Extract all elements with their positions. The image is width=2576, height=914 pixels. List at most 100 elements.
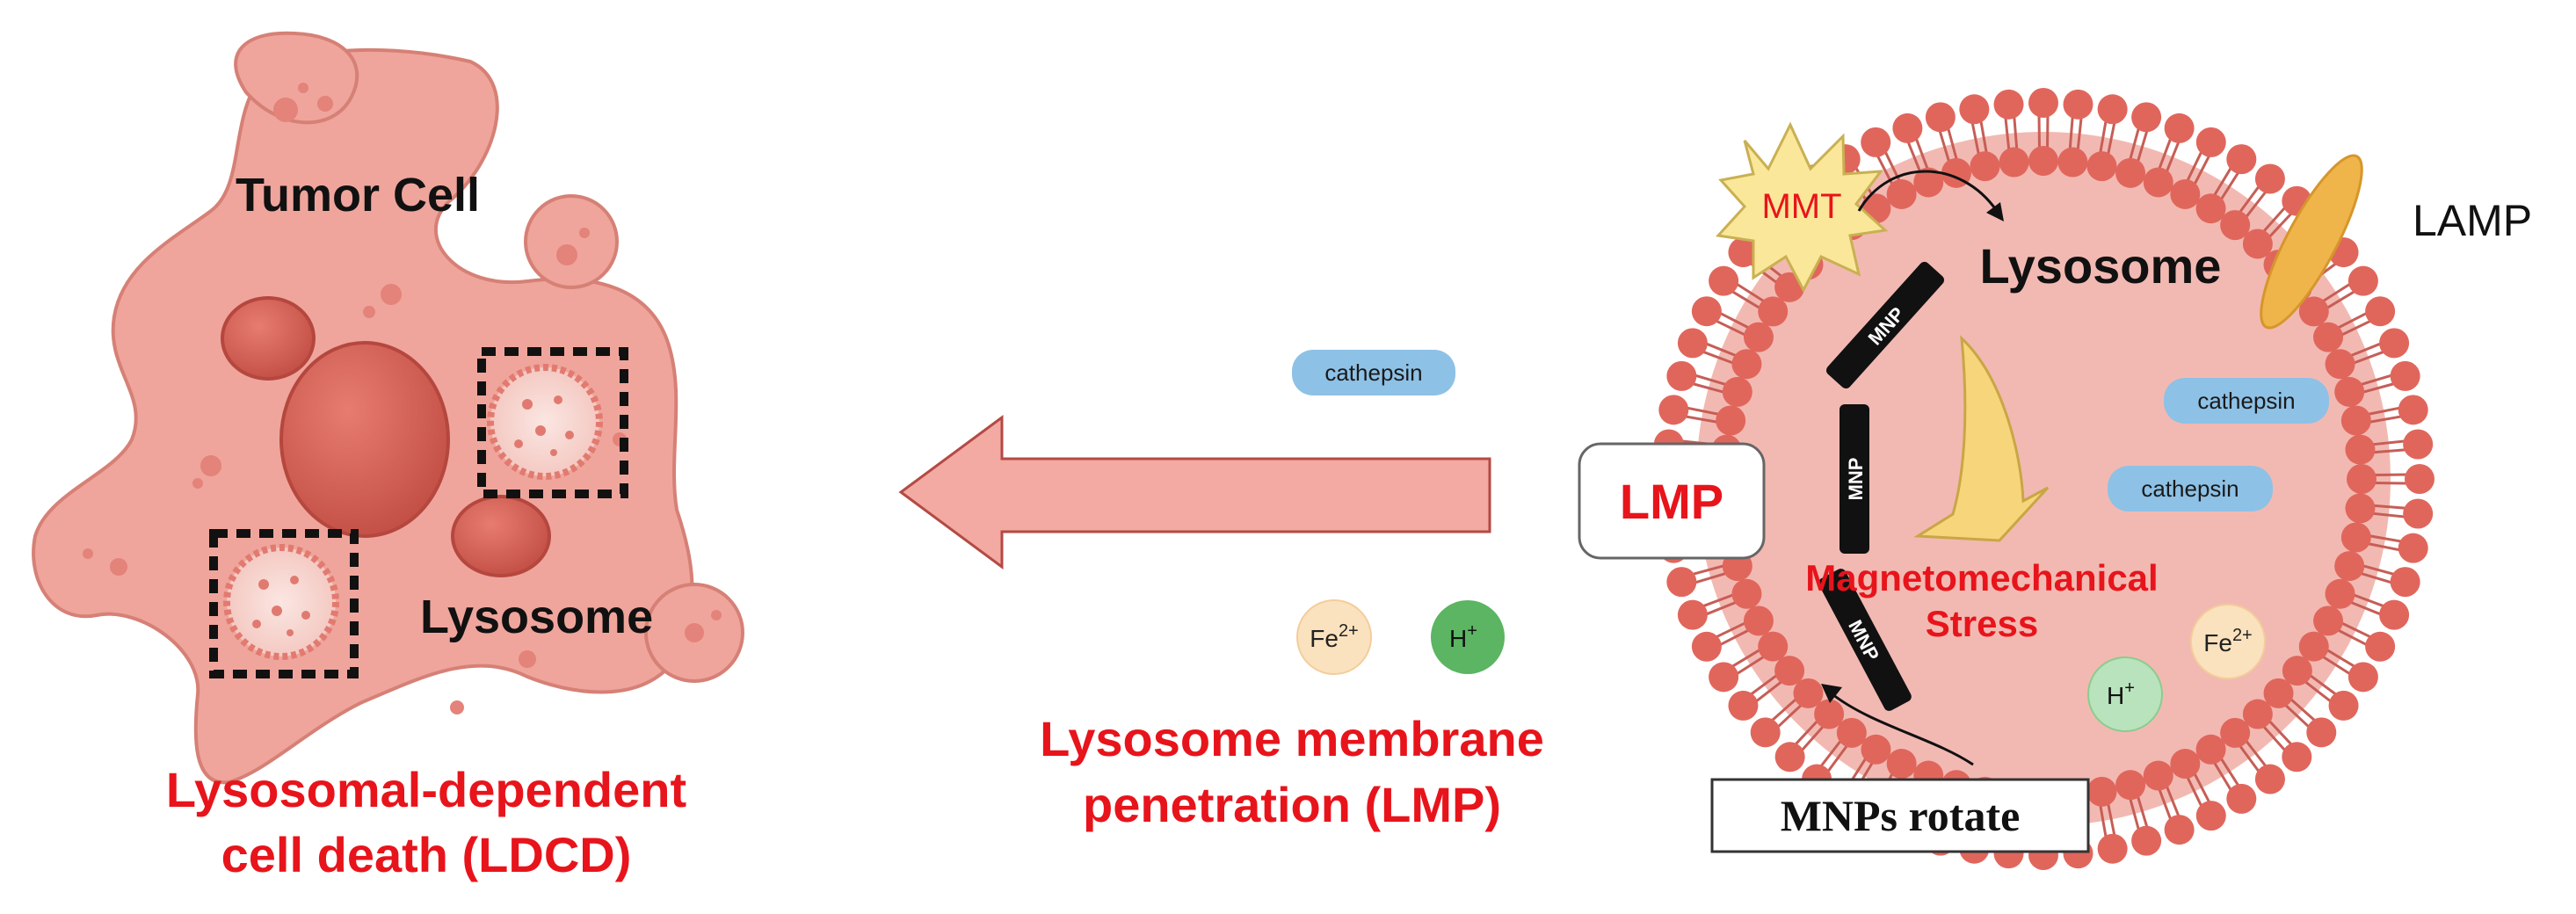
rotation-arrow-bottom [1832, 693, 1974, 766]
lipid-head [1666, 360, 1697, 391]
lipid-head [2115, 770, 2146, 801]
lipid-tail [1770, 697, 1798, 722]
lipid-head [2195, 734, 2226, 765]
lipid-head [1658, 395, 1689, 425]
mnps-rotate-label: MNPs rotate [1781, 791, 2021, 840]
lipid-head [2254, 764, 2285, 794]
lipid-tail [1686, 406, 1720, 416]
lipid-tail [2289, 697, 2317, 722]
lipid-head [2313, 606, 2344, 636]
lipid-tail [2362, 382, 2395, 394]
lipid-head [2028, 146, 2058, 176]
lipid-head [2143, 167, 2173, 198]
middle-h-ion [1431, 600, 1505, 674]
lipid-tail [2371, 511, 2405, 519]
stress-label-line2: Stress [1926, 603, 2038, 644]
lipid-tail [1735, 655, 1766, 676]
lmp-box [1578, 442, 1766, 560]
lipid-head [1886, 178, 1917, 209]
lipid-head [2328, 690, 2359, 721]
lipid-head [1677, 599, 1708, 630]
lipid-head [2195, 801, 2226, 831]
nucleus-small [221, 296, 316, 381]
lipid-tail [1692, 382, 1725, 394]
lipid-head [2347, 662, 2378, 693]
lipid-head [1774, 742, 1805, 773]
tumor-cell-bleb-right [524, 194, 619, 289]
lipid-tail [2238, 185, 2260, 214]
lipid-head [2390, 567, 2420, 598]
lipid-head [1861, 734, 1891, 765]
lipid-tail [1731, 290, 1761, 310]
nucleus-large [279, 341, 450, 538]
lipid-head [2365, 296, 2396, 327]
lipid-head [2298, 296, 2329, 327]
right-h-ion [2087, 656, 2163, 732]
cell-lysosome-upper [477, 347, 628, 498]
right-cathepsin-label-1: cathepsin [2197, 388, 2295, 414]
lipid-head [2086, 151, 2117, 182]
mnp-rod-middle-label: MNP [1845, 458, 1867, 501]
lipid-tail [1749, 673, 1779, 696]
lipid-head [2057, 147, 2088, 178]
lipid-head [1709, 265, 1739, 296]
lipid-head [1722, 376, 1752, 407]
lipid-head [2097, 833, 2128, 864]
lipid-tail [1715, 319, 1747, 337]
lipid-head [1970, 151, 2000, 182]
lamp-protein [2260, 154, 2363, 330]
lipid-head [1691, 296, 1722, 327]
rotation-arrowhead-bottom [1821, 684, 1842, 703]
lipid-tail [1718, 311, 1751, 330]
lipid-tail [2261, 724, 2287, 752]
middle-panel: cathepsin Fe2+ H+ Lysosome membrane pene… [898, 350, 1544, 832]
lipid-tail [1979, 120, 1988, 154]
lipid-head [2170, 178, 2201, 209]
lipid-head [1959, 94, 1990, 125]
lipid-tail [1826, 744, 1849, 773]
lipid-head [2131, 102, 2162, 133]
lipid-tail [2158, 137, 2173, 170]
lipid-head [2390, 360, 2420, 391]
lipid-head [1993, 89, 2024, 120]
lipid-tail [1938, 129, 1951, 163]
lipid-tail [2193, 772, 2211, 804]
lipid-tail [1705, 600, 1738, 616]
lipid-tail [1731, 648, 1761, 668]
right-cathepsin-pill-1 [2164, 378, 2329, 424]
middle-cathepsin-label: cathepsin [1324, 359, 1422, 386]
lipid-tail [1970, 121, 1980, 156]
lipid-head [2131, 825, 2162, 856]
lipid-tail [2099, 120, 2108, 154]
lipid-tail [2107, 121, 2116, 156]
selection-box-lower [209, 529, 359, 678]
lipid-tail [1947, 127, 1958, 161]
lipid-head [1677, 328, 1708, 359]
lipid-tail [2321, 655, 2352, 676]
ldcd-caption-line1: Lysosomal-dependent [166, 762, 686, 817]
lipid-head [1886, 749, 1917, 780]
lipid-tail [2068, 116, 2074, 150]
lipid-head [2097, 94, 2128, 125]
lipid-tail [2359, 374, 2393, 387]
lipid-head [2365, 631, 2396, 662]
lipid-head [2403, 429, 2434, 460]
tumor-cell-label: Tumor Cell [236, 169, 480, 221]
lipid-head [2347, 464, 2376, 494]
lipid-tail [2076, 117, 2083, 151]
lmp-caption-line2: penetration (LMP) [1083, 777, 1501, 832]
lipid-head [1728, 237, 1759, 268]
lipid-tail [2212, 761, 2232, 792]
lipid-head [2254, 163, 2285, 194]
lipid-head [2379, 599, 2410, 630]
lipid-tail [2268, 212, 2293, 239]
lipid-tail [2336, 311, 2369, 330]
lipid-head [1774, 656, 1805, 686]
lipid-head [2398, 533, 2428, 563]
lipid-head [2379, 328, 2410, 359]
lipid-head [1758, 296, 1789, 327]
lipid-head [2345, 493, 2376, 524]
lipid-head [1666, 567, 1697, 598]
lipid-tail [2340, 621, 2372, 639]
lipid-tail [2158, 787, 2173, 821]
